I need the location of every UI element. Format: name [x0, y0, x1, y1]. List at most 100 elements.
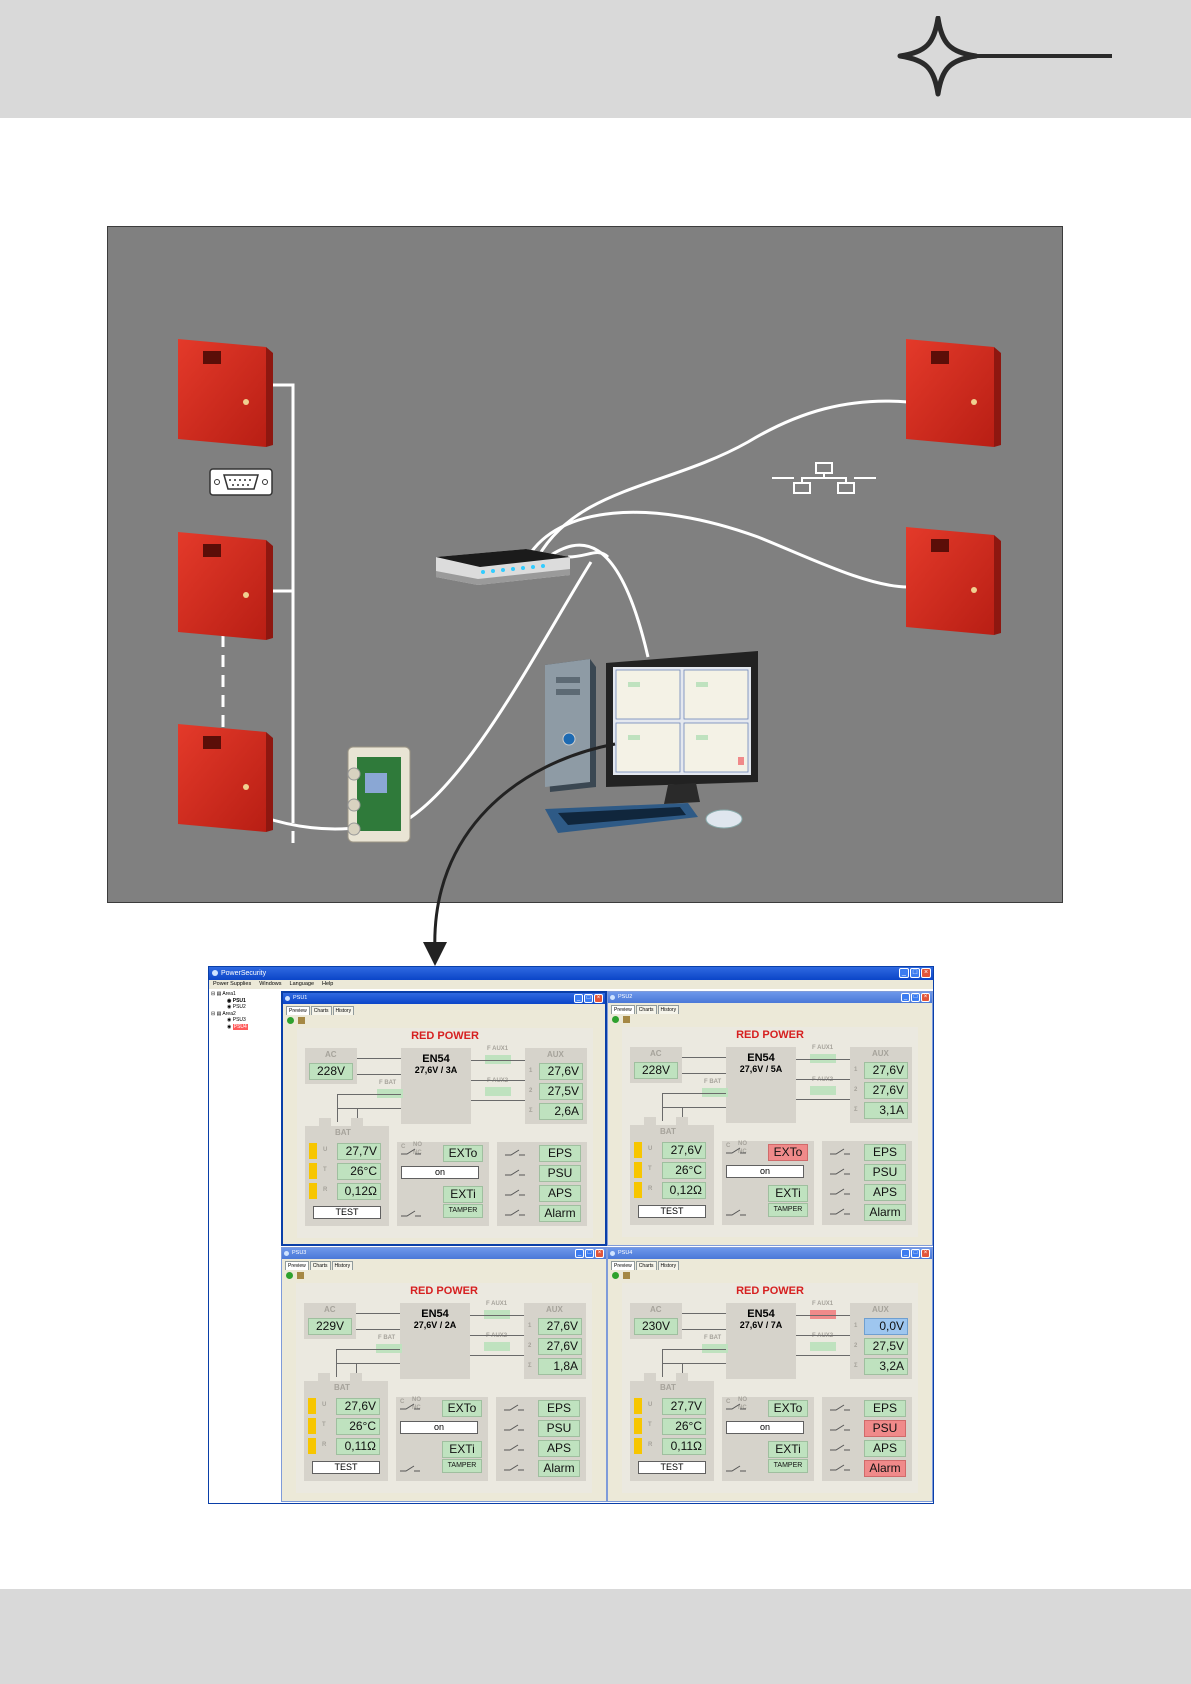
menu-language[interactable]: Language — [289, 981, 315, 987]
brand-label: RED POWER — [736, 1029, 804, 1041]
menu-windows[interactable]: Windows — [259, 981, 282, 987]
exto-status: EXTo — [768, 1400, 808, 1417]
ac-voltage-value: 230V — [634, 1318, 678, 1335]
tree-item-area1[interactable]: ⊟ ▤ Area1 — [211, 991, 236, 997]
ext-nc-label: NC — [412, 1405, 421, 1411]
psu-switch-icon — [830, 1424, 850, 1431]
brand-label: RED POWER — [410, 1285, 478, 1297]
ext-no-label: NO — [413, 1142, 422, 1148]
psu-tabs: Preview Charts History — [611, 1261, 680, 1270]
close-button[interactable]: × — [921, 968, 931, 978]
refresh-icon[interactable] — [612, 1016, 619, 1023]
psu-close-button[interactable]: × — [921, 993, 930, 1002]
ext-no-label: NO — [738, 1141, 747, 1147]
psu-maximize-button[interactable]: □ — [911, 993, 920, 1002]
tree-item-psu2[interactable]: ◉ PSU2 — [227, 1004, 246, 1010]
tab-history[interactable]: History — [657, 1005, 680, 1014]
psu-window-title: PSU2 — [618, 994, 633, 1000]
faux1-fuse — [810, 1310, 836, 1319]
tab-preview[interactable]: Preview — [611, 1005, 635, 1014]
battery-test-button[interactable]: TEST — [312, 1461, 380, 1474]
save-icon[interactable] — [623, 1272, 630, 1279]
model-label: EN54 — [747, 1308, 775, 1320]
tab-charts[interactable]: Charts — [310, 1006, 332, 1015]
battery-r-label: R — [648, 1442, 653, 1448]
psu-output-status: PSU — [538, 1420, 580, 1437]
brand-star-logo — [897, 16, 1112, 97]
psu-minimize-button[interactable]: _ — [901, 1249, 910, 1258]
psu-toolbar — [286, 1272, 304, 1279]
battery-test-button[interactable]: TEST — [638, 1205, 706, 1218]
ac-label: AC — [650, 1049, 662, 1058]
aux-current-value: 3,2A — [864, 1358, 908, 1375]
psu-minimize-button[interactable]: _ — [901, 993, 910, 1002]
tab-charts[interactable]: Charts — [309, 1261, 331, 1270]
battery-u-indicator — [308, 1398, 316, 1414]
exto-status: EXTo — [443, 1145, 483, 1162]
aux2-index: 2 — [854, 1087, 858, 1093]
minimize-button[interactable]: _ — [899, 968, 909, 978]
tab-preview[interactable]: Preview — [611, 1261, 635, 1270]
psu-maximize-button[interactable]: □ — [585, 1249, 594, 1258]
battery-r-indicator — [308, 1438, 316, 1454]
faux2-label: F AUX2 — [487, 1078, 509, 1084]
tab-history[interactable]: History — [657, 1261, 680, 1270]
exto-on-button[interactable]: on — [401, 1166, 479, 1179]
psu-close-button[interactable]: × — [594, 994, 603, 1003]
psu-titlebar: PSU2 _ □ × — [608, 992, 932, 1003]
exto-on-button[interactable]: on — [726, 1421, 804, 1434]
save-icon[interactable] — [623, 1016, 630, 1023]
save-icon[interactable] — [297, 1272, 304, 1279]
tree-item-psu1[interactable]: ◉ PSU1 — [227, 997, 246, 1004]
battery-resistance-value: 0,11Ω — [662, 1438, 706, 1455]
battery-t-label: T — [323, 1167, 327, 1173]
maximize-button[interactable]: □ — [910, 968, 920, 978]
ext-c-label: C — [726, 1399, 731, 1405]
battery-test-button[interactable]: TEST — [638, 1461, 706, 1474]
tab-preview[interactable]: Preview — [286, 1006, 310, 1015]
app-titlebar: PowerSecurity _ □ × — [209, 967, 933, 980]
battery-u-indicator — [634, 1398, 642, 1414]
faux1-label: F AUX1 — [812, 1045, 834, 1051]
psu-close-button[interactable]: × — [595, 1249, 604, 1258]
exto-on-button[interactable]: on — [726, 1165, 804, 1178]
network-switch — [436, 549, 570, 585]
menu-power-supplies[interactable]: Power Supplies — [213, 981, 252, 987]
refresh-icon[interactable] — [287, 1017, 294, 1024]
tab-preview[interactable]: Preview — [285, 1261, 309, 1270]
menu-help[interactable]: Help — [322, 981, 334, 987]
psu-tabs: Preview Charts History — [286, 1006, 355, 1015]
tree-item-psu3[interactable]: ◉ PSU3 — [227, 1017, 246, 1023]
tab-charts[interactable]: Charts — [635, 1261, 657, 1270]
battery-terminal-minus — [644, 1117, 656, 1125]
exto-status: EXTo — [442, 1400, 482, 1417]
aps-output-status: APS — [539, 1185, 581, 1202]
battery-voltage-value: 27,7V — [662, 1398, 706, 1415]
battery-temperature-value: 26°C — [337, 1163, 381, 1180]
rating-label: 27,6V / 3A — [414, 1065, 458, 1075]
tree-item-psu4[interactable]: ◉ PSU4 — [227, 1023, 248, 1030]
psu-cabinet-5 — [906, 527, 1001, 635]
tab-history[interactable]: History — [331, 1261, 354, 1270]
fbat-fuse — [702, 1344, 728, 1353]
tab-charts[interactable]: Charts — [635, 1005, 657, 1014]
aux1-index: 1 — [528, 1323, 532, 1329]
psu-toolbar — [612, 1272, 630, 1279]
battery-test-button[interactable]: TEST — [313, 1206, 381, 1219]
refresh-icon[interactable] — [612, 1272, 619, 1279]
psu-minimize-button[interactable]: _ — [575, 1249, 584, 1258]
psu-maximize-button[interactable]: □ — [911, 1249, 920, 1258]
tab-history[interactable]: History — [332, 1006, 355, 1015]
faux2-fuse — [810, 1086, 836, 1095]
battery-label: BAT — [660, 1383, 676, 1392]
psu-minimize-button[interactable]: _ — [574, 994, 583, 1003]
exto-on-button[interactable]: on — [400, 1421, 478, 1434]
psu-maximize-button[interactable]: □ — [584, 994, 593, 1003]
battery-u-indicator — [309, 1143, 317, 1159]
save-icon[interactable] — [298, 1017, 305, 1024]
refresh-icon[interactable] — [286, 1272, 293, 1279]
tree-item-area2[interactable]: ⊟ ▤ Area2 — [211, 1010, 236, 1017]
battery-temperature-value: 26°C — [662, 1418, 706, 1435]
psu-close-button[interactable]: × — [921, 1249, 930, 1258]
